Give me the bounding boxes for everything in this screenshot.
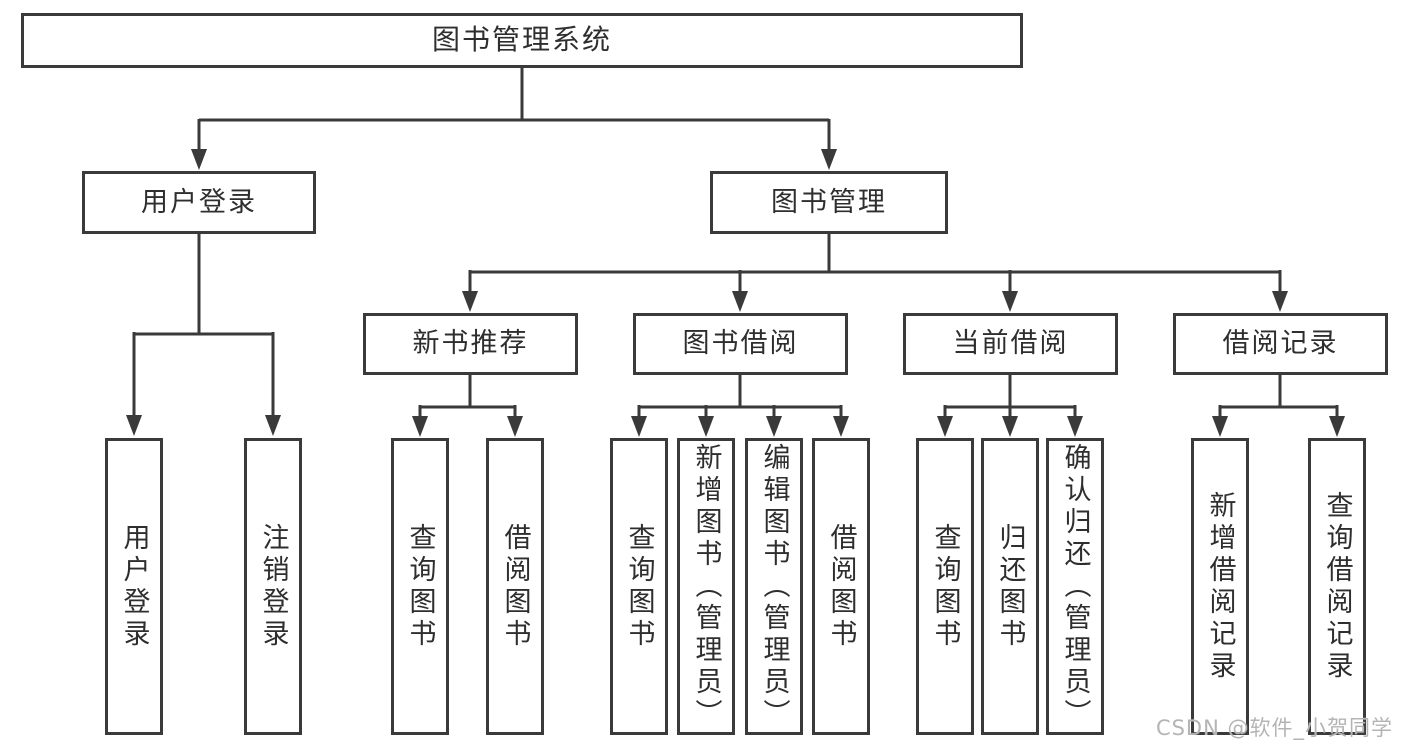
node-label: 新增图书（管理员） <box>690 442 722 731</box>
node-label: 编辑图书（管理员） <box>758 442 790 731</box>
node-book-management: 图书管理 <box>710 171 948 234</box>
arrowhead-icon <box>1329 416 1345 437</box>
leaf-query-books-1: 查询图书 <box>391 438 449 735</box>
node-label: 图书管理 <box>771 186 887 218</box>
leaf-add-borrow-record: 新增借阅记录 <box>1191 438 1249 735</box>
leaf-edit-book-admin: 编辑图书（管理员） <box>745 438 803 735</box>
node-label: 查询图书 <box>623 522 655 651</box>
node-label: 当前借阅 <box>952 328 1069 360</box>
arrowhead-icon <box>412 416 428 437</box>
node-label: 注销登录 <box>257 522 289 651</box>
arrowhead-icon <box>462 291 478 312</box>
node-label: 用户登录 <box>141 186 257 218</box>
node-label: 用户登录 <box>118 522 150 651</box>
node-label: 借阅图书 <box>499 522 531 651</box>
leaf-user-login: 用户登录 <box>105 438 163 735</box>
node-label: 新书推荐 <box>412 328 529 360</box>
arrowhead-icon <box>631 416 647 437</box>
edge-borrow-to-leaves <box>637 375 843 417</box>
node-label: 归还图书 <box>994 522 1026 651</box>
edge-records-to-leaves <box>1218 375 1339 417</box>
edge-root-to-level2 <box>197 68 831 150</box>
leaf-query-borrow-record: 查询借阅记录 <box>1308 438 1366 735</box>
node-label: 借阅图书 <box>825 522 857 651</box>
node-label: 查询图书 <box>404 522 436 651</box>
node-borrow-records: 借阅记录 <box>1173 313 1388 375</box>
node-label: 图书管理系统 <box>431 23 612 57</box>
arrowhead-icon <box>191 149 207 170</box>
leaf-query-books-2: 查询图书 <box>610 438 668 735</box>
arrowhead-icon <box>126 415 142 436</box>
arrowhead-icon <box>265 415 281 436</box>
arrowhead-icon <box>698 416 714 437</box>
arrowhead-icon <box>937 416 953 437</box>
arrowhead-icon <box>1002 416 1018 437</box>
node-label: 图书借阅 <box>682 328 799 360</box>
edge-mgmt-to-level3 <box>468 234 1282 292</box>
node-label: 新增借阅记录 <box>1204 490 1236 683</box>
arrowhead-icon <box>1212 416 1228 437</box>
leaf-borrow-books-1: 借阅图书 <box>486 438 544 735</box>
leaf-logout: 注销登录 <box>244 438 302 735</box>
node-current-borrow: 当前借阅 <box>903 313 1118 375</box>
node-label: 查询借阅记录 <box>1321 490 1353 683</box>
edge-newbook-to-leaves <box>418 375 517 417</box>
arrowhead-icon <box>833 416 849 437</box>
edge-current-to-leaves <box>943 375 1077 417</box>
node-label: 查询图书 <box>929 522 961 651</box>
node-user-login: 用户登录 <box>82 171 316 234</box>
csdn-watermark: CSDN @软件_小贺同学 <box>1155 716 1393 740</box>
arrowhead-icon <box>1067 416 1083 437</box>
edge-login-to-leaves <box>132 234 275 416</box>
node-book-borrow: 图书借阅 <box>633 313 848 375</box>
leaf-borrow-books-2: 借阅图书 <box>812 438 870 735</box>
arrowhead-icon <box>766 416 782 437</box>
node-system-root: 图书管理系统 <box>21 13 1023 68</box>
arrowhead-icon <box>732 291 748 312</box>
arrowhead-icon <box>1002 291 1018 312</box>
node-new-book-recommend: 新书推荐 <box>363 313 578 375</box>
arrowhead-icon <box>507 416 523 437</box>
tree-edges <box>132 68 1339 417</box>
leaf-return-book: 归还图书 <box>981 438 1039 735</box>
arrowhead-icon <box>821 149 837 170</box>
leaf-confirm-return-admin: 确认归还（管理员） <box>1046 438 1104 735</box>
arrowheads <box>126 149 1345 437</box>
node-label: 确认归还（管理员） <box>1059 442 1091 731</box>
arrowhead-icon <box>1272 291 1288 312</box>
leaf-query-books-3: 查询图书 <box>916 438 974 735</box>
leaf-add-book-admin: 新增图书（管理员） <box>677 438 735 735</box>
node-label: 借阅记录 <box>1222 328 1339 360</box>
